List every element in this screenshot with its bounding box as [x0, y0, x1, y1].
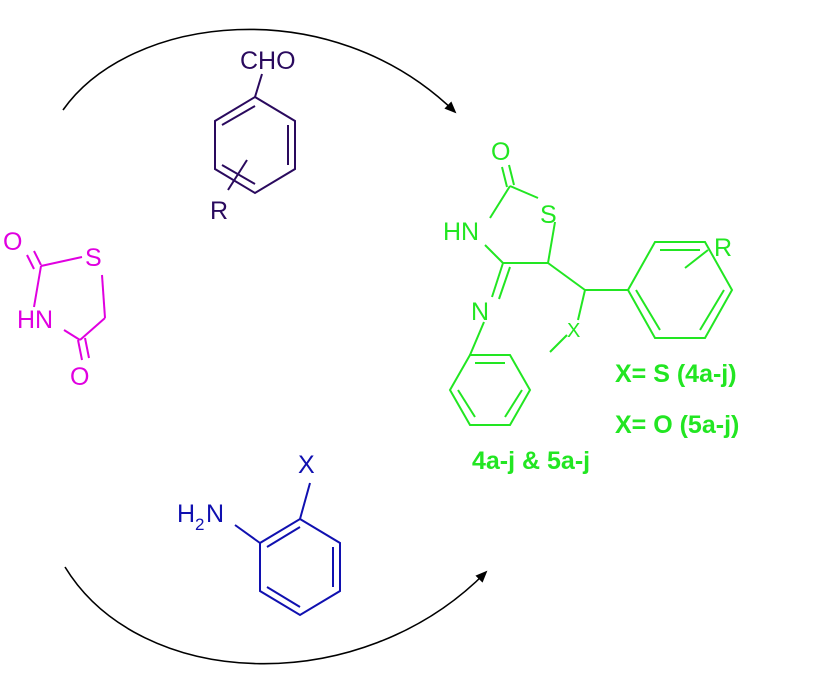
tzd-o-bottom-label: O — [70, 363, 89, 391]
product-n-label: N — [471, 298, 489, 326]
aldehyde-r-label: R — [210, 197, 228, 225]
product-x-label: X — [567, 320, 580, 342]
aniline-nh2-h: H — [177, 500, 195, 528]
tzd-hn-label: HN — [17, 306, 53, 334]
aniline-structure — [234, 482, 341, 617]
benzaldehyde-structure — [214, 73, 296, 195]
product-s-label: S — [540, 201, 557, 229]
product-r-label: R — [714, 234, 732, 262]
compound-range-label: 4a-j & 5a-j — [472, 447, 590, 475]
aniline-nh2-n: N — [206, 500, 224, 528]
product-hn-label: HN — [443, 218, 479, 246]
product-o-label: O — [491, 138, 510, 166]
thiazolidinedione-structure — [26, 250, 106, 361]
aniline-x-label: X — [298, 451, 315, 479]
bottom-curved-arrow — [64, 566, 488, 665]
aniline-nh2-subscript: 2 — [195, 515, 204, 534]
top-curved-arrow — [62, 28, 457, 114]
aldehyde-cho-label: CHO — [240, 47, 296, 75]
variant-o-label: X= O (5a-j) — [615, 411, 739, 439]
product-structure — [448, 164, 734, 426]
tzd-o-top-label: O — [3, 228, 22, 256]
tzd-s-label: S — [85, 244, 102, 272]
variant-s-label: X= S (4a-j) — [615, 360, 737, 388]
